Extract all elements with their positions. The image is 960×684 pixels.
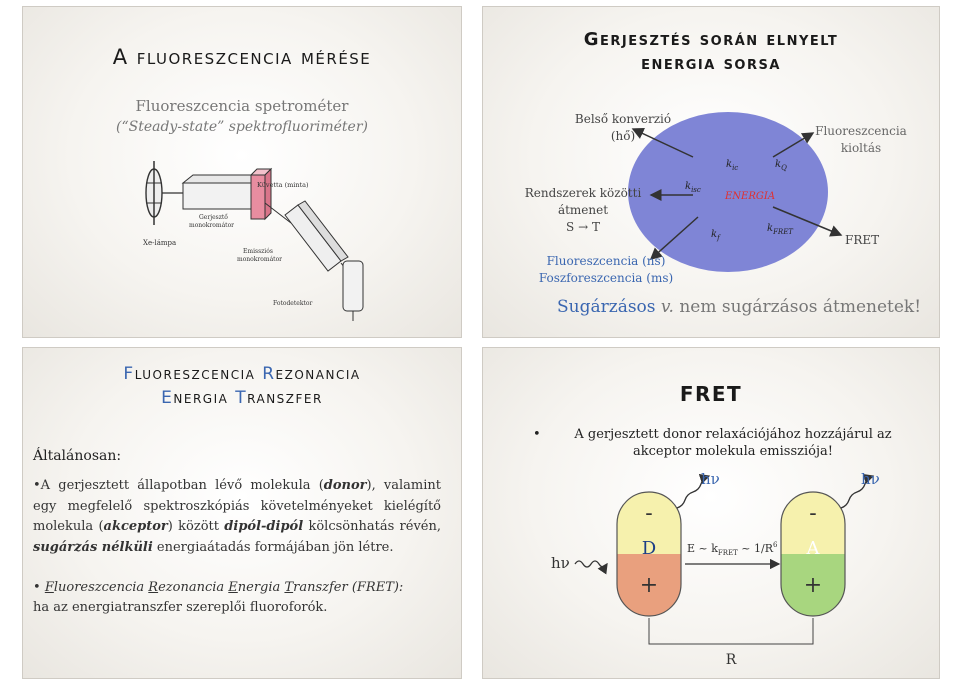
slide2-footer: Sugárzásos v. nem sugárzásos átmenetek! bbox=[557, 297, 922, 317]
acceptor-molecule bbox=[781, 492, 845, 616]
label-lamp: Xe-lámpa bbox=[143, 239, 176, 247]
k-fret: k bbox=[767, 223, 773, 234]
label-detector: Fotodetektor bbox=[273, 300, 312, 307]
slide3-paragraph-2: • Fluoreszcencia Rezonancia Energia Tran… bbox=[33, 580, 404, 615]
acceptor-minus: - bbox=[809, 501, 816, 526]
arrow-icon: → bbox=[574, 220, 592, 234]
fret-donor-acceptor-diagram: hν hν hν - D + - A + E ~ kFRET ~ 1/R6 R bbox=[551, 470, 880, 668]
distance-bracket bbox=[648, 618, 814, 645]
spectrofluorometer-diagram: Küvetta (minta) Gerjesztő monokromátor X… bbox=[143, 161, 364, 321]
label-emission-mono-2: monokromátor bbox=[237, 256, 282, 263]
fret-efficiency-equation: E ~ kFRET ~ 1/R6 bbox=[687, 541, 778, 557]
slide2-title-line1: Gerjesztés során elnyelt bbox=[583, 29, 839, 50]
fret-label: FRET bbox=[845, 233, 880, 247]
emission-monochromator-icon bbox=[284, 200, 349, 272]
energy-label: ENERGIA bbox=[724, 191, 775, 202]
svg-text:kFRET: kFRET bbox=[767, 223, 794, 236]
slide3-heading: Általánosan: bbox=[33, 448, 122, 464]
cuvette-icon bbox=[249, 167, 273, 221]
k-isc-sub: isc bbox=[691, 186, 701, 194]
slide-fluorescence-measurement: A fluoreszcencia mérése Fluoreszcencia s… bbox=[22, 6, 462, 338]
label-excitation-mono-2: monokromátor bbox=[189, 222, 234, 229]
photon-acceptor-icon bbox=[840, 473, 875, 509]
donor-label: D bbox=[642, 538, 656, 559]
quenching-label: Fluoreszcencia kioltás bbox=[815, 124, 907, 155]
slide3-paragraph-1: •A gerjesztett állapotban lévő molekula … bbox=[33, 478, 442, 555]
photon-donor-icon bbox=[676, 473, 711, 509]
slide1-subtitle2: (“Steady-state” spektrofluoriméter) bbox=[116, 119, 368, 135]
internal-conversion-label: Belső konverzió (hő) bbox=[574, 112, 672, 143]
slide3-title: Fluoreszcencia Rezonancia Energia Transz… bbox=[123, 364, 361, 408]
xe-lamp-icon bbox=[145, 161, 163, 225]
hv-acceptor-label: hν bbox=[861, 470, 880, 488]
k-q-sub: Q bbox=[781, 164, 787, 172]
k-q: k bbox=[775, 159, 781, 170]
k-ic-sub: ic bbox=[732, 164, 738, 172]
acceptor-plus: + bbox=[804, 573, 822, 598]
hv-in-label: hν bbox=[551, 554, 570, 572]
intersystem-crossing-label: Rendszerek közötti átmenet S → T bbox=[524, 186, 642, 234]
label-cuvette: Küvetta (minta) bbox=[257, 181, 309, 189]
svg-text:kQ: kQ bbox=[775, 159, 787, 172]
k-isc: k bbox=[685, 181, 691, 192]
donor-molecule bbox=[617, 492, 681, 616]
k-ic: k bbox=[726, 159, 732, 170]
energy-fate-diagram: kic kQ kisc ENERGIA kf kFRET bbox=[628, 112, 843, 272]
photodetector-icon bbox=[342, 260, 364, 321]
slide1-subtitle: Fluoreszcencia spetrométer bbox=[135, 97, 349, 115]
donor-minus: - bbox=[645, 501, 652, 526]
slide-fret-definition: Fluoreszcencia Rezonancia Energia Transz… bbox=[22, 347, 462, 679]
slide1-title: A fluoreszcencia mérése bbox=[112, 45, 372, 69]
k-fret-sub: FRET bbox=[772, 228, 794, 236]
label-excitation-mono-1: Gerjesztő bbox=[199, 214, 228, 221]
slide4-bullet: • A gerjesztett donor relaxációjához hoz… bbox=[533, 427, 892, 459]
slide4-title: FRET bbox=[679, 382, 743, 406]
excitation-monochromator-icon bbox=[181, 173, 265, 211]
svg-text:kic: kic bbox=[726, 159, 738, 172]
distance-label: R bbox=[726, 652, 737, 668]
photon-in-icon bbox=[574, 560, 608, 575]
acceptor-label: A bbox=[806, 538, 821, 559]
energy-ellipse bbox=[628, 112, 828, 272]
slide-fret-diagram: FRET • A gerjesztett donor relaxációjáho… bbox=[482, 347, 940, 679]
svg-text:kisc: kisc bbox=[685, 181, 701, 194]
fluorescence-label: Fluoreszcencia (ns) Foszforeszcencia (ms… bbox=[538, 254, 674, 285]
k-f-sub: f bbox=[716, 234, 721, 242]
donor-plus: + bbox=[640, 573, 658, 598]
slide-energy-fate: Gerjesztés során elnyelt energia sorsa k… bbox=[482, 6, 940, 338]
hv-donor-label: hν bbox=[701, 470, 720, 488]
svg-text:kf: kf bbox=[711, 229, 721, 242]
slide2-title-line2: energia sorsa bbox=[641, 53, 781, 74]
k-f: k bbox=[711, 229, 717, 240]
label-emission-mono-1: Emissziós bbox=[243, 248, 273, 255]
